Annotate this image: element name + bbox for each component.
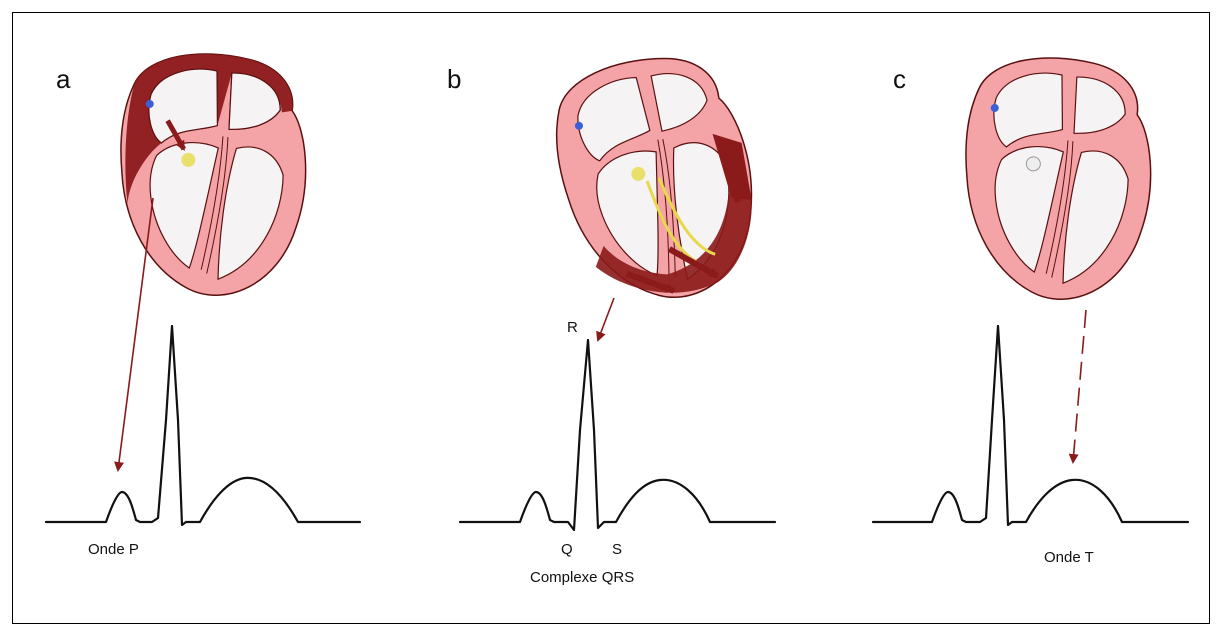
panel-b: b R Q S Complexe QRS bbox=[447, 50, 775, 586]
ecg-trace-b bbox=[460, 340, 775, 530]
panel-c-letter: c bbox=[893, 64, 906, 94]
panel-a-letter: a bbox=[56, 64, 71, 94]
wave-label-c: Onde T bbox=[1044, 549, 1094, 566]
ecg-trace-a bbox=[46, 326, 360, 525]
panel-b-letter: b bbox=[447, 64, 461, 94]
panel-a: a Onde P bbox=[46, 42, 360, 558]
heart-b bbox=[549, 50, 762, 308]
peak-label-s: S bbox=[612, 541, 622, 558]
heart-a bbox=[101, 42, 322, 306]
panel-c: c Onde T bbox=[873, 46, 1188, 566]
wave-label-a: Onde P bbox=[88, 541, 139, 558]
peak-label-q: Q bbox=[561, 541, 573, 558]
ecg-trace-c bbox=[873, 326, 1188, 525]
heart-c bbox=[946, 46, 1167, 310]
peak-label-r: R bbox=[567, 319, 578, 336]
wave-label-b: Complexe QRS bbox=[530, 569, 634, 586]
